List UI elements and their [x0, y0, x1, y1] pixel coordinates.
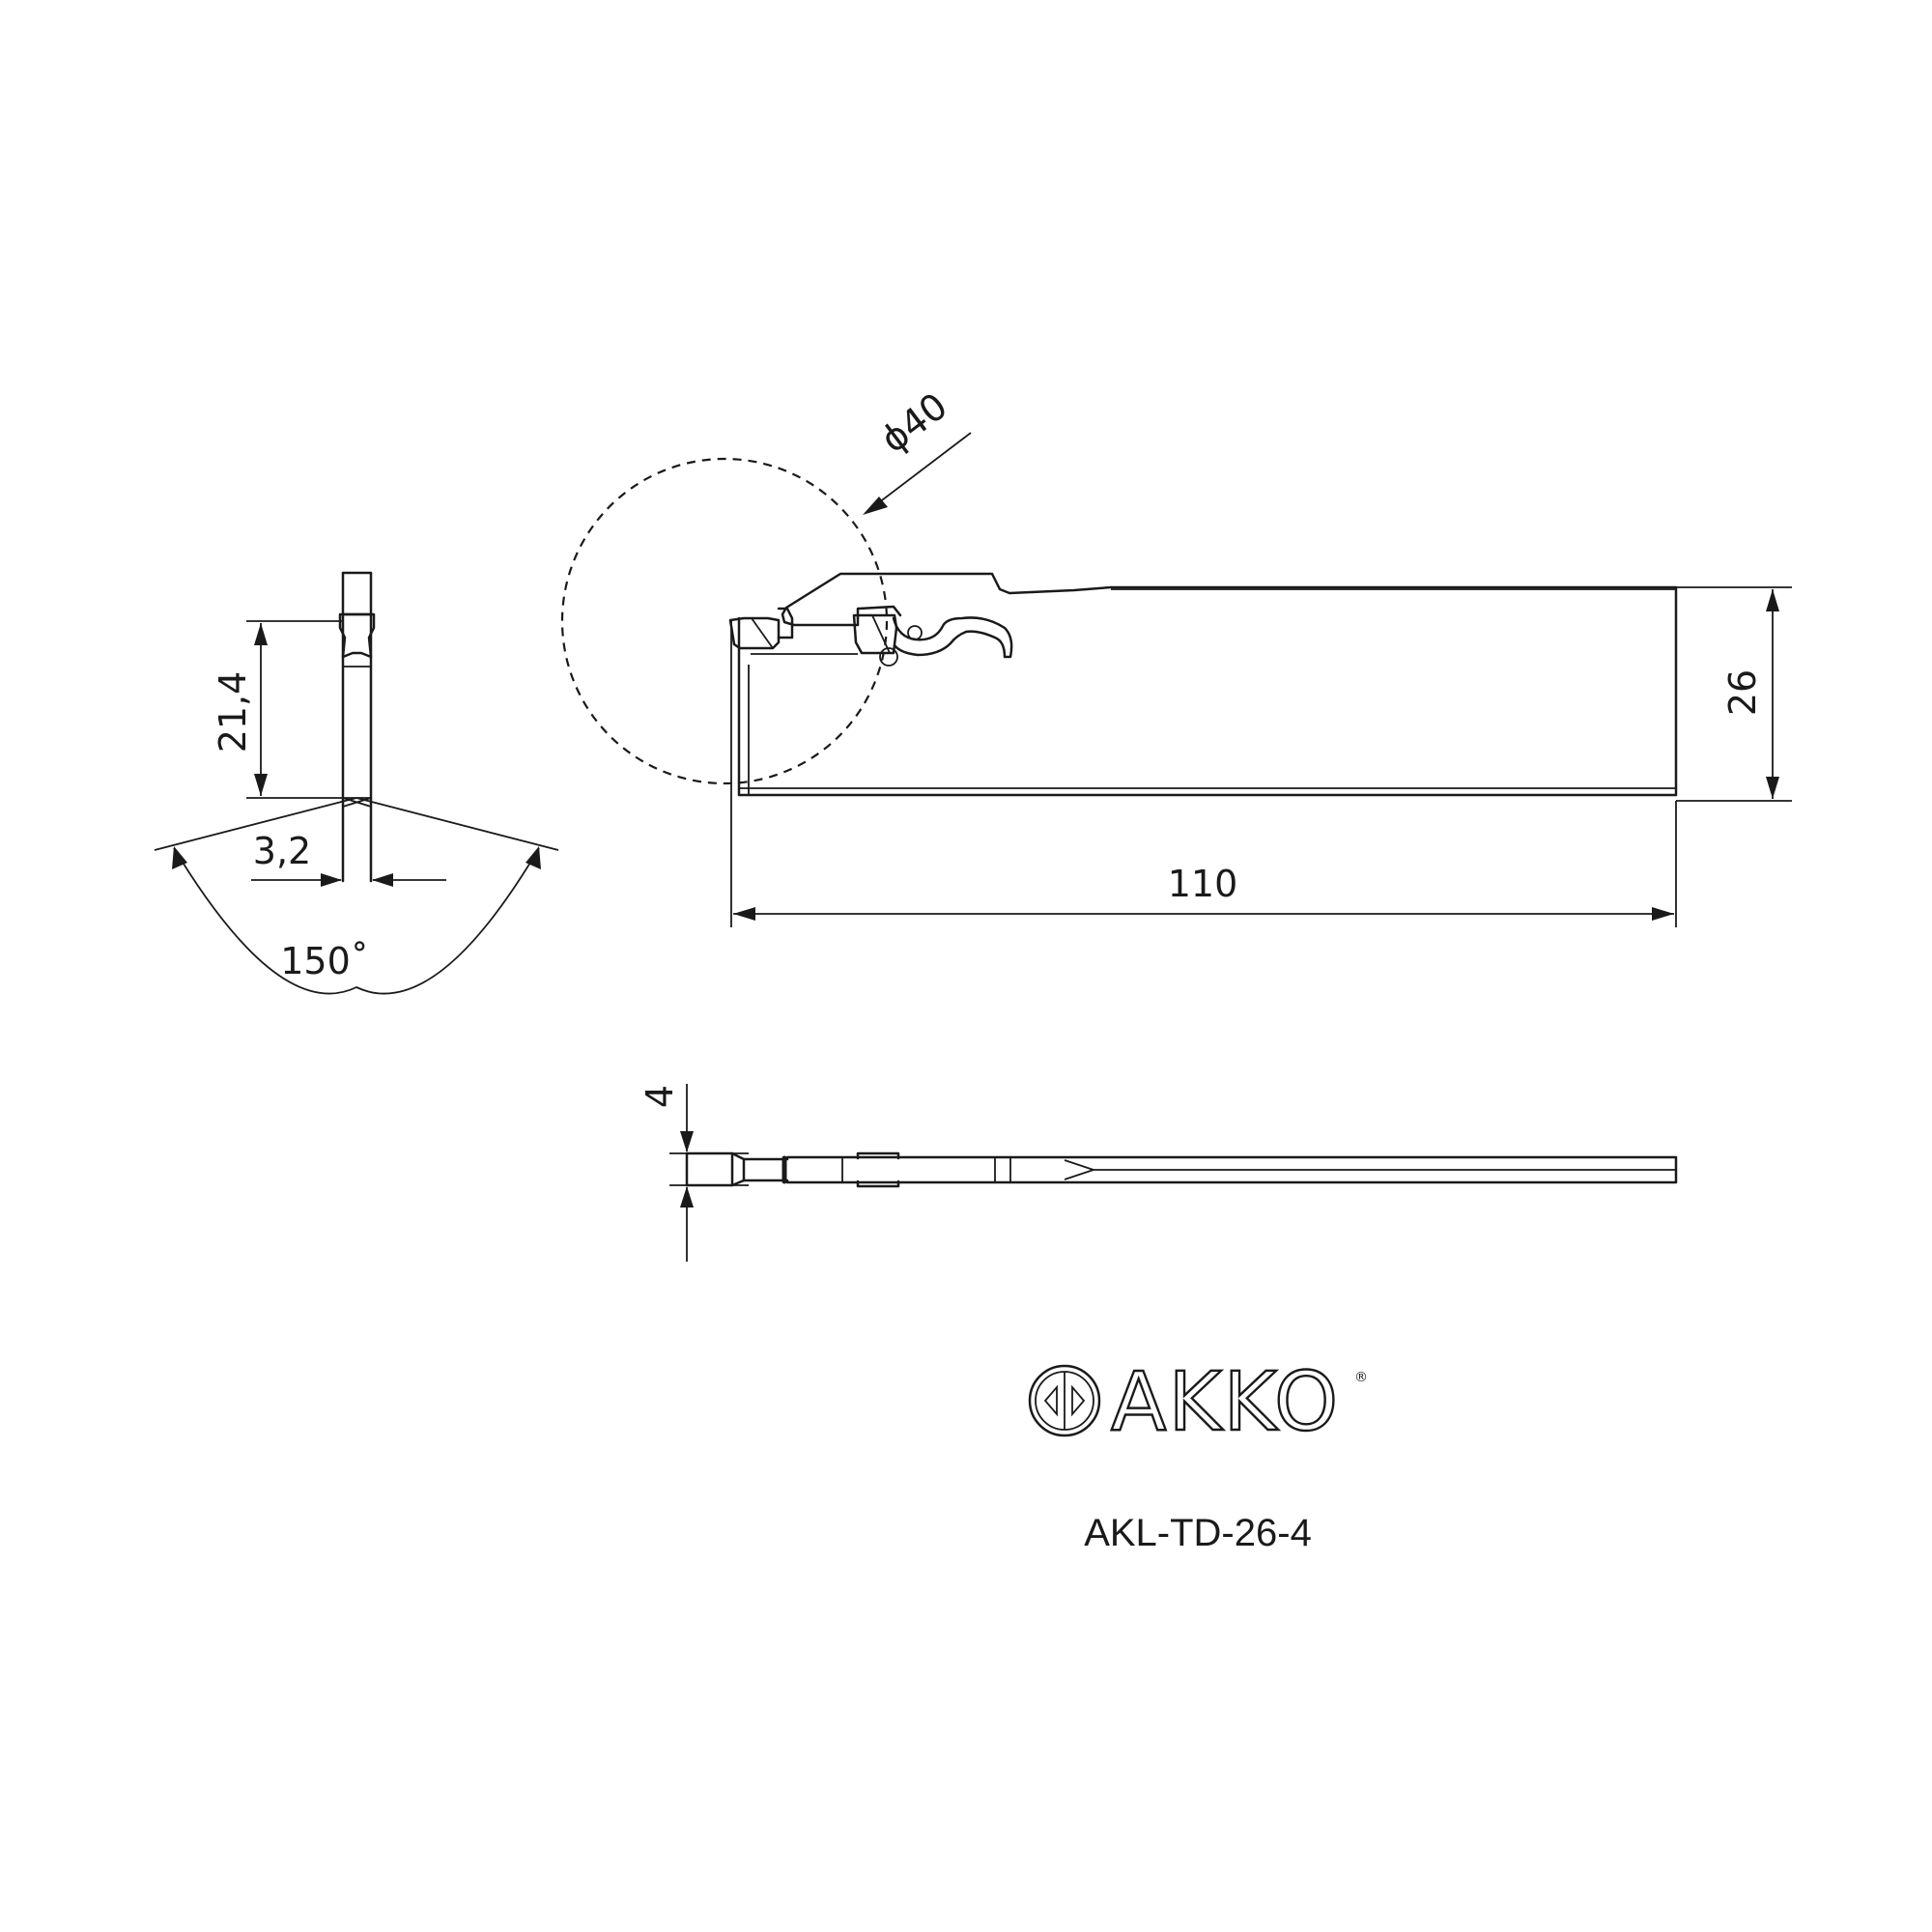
dim-4-arrow-bottom — [680, 1186, 694, 1208]
logo-emblem-right-arrow — [1071, 1384, 1086, 1417]
mid-insert — [852, 613, 898, 655]
dim-4-arrow-top — [680, 1131, 694, 1152]
angle-line-right — [355, 797, 559, 851]
angle-arrow-right — [526, 846, 541, 869]
top-view-clamp-bottom — [856, 1179, 900, 1188]
angle-label: 150˚ — [280, 940, 369, 982]
model-code: AKL-TD-26-4 — [1084, 1512, 1312, 1554]
top-view-taper-lower — [1064, 1169, 1094, 1180]
angle-line-left — [154, 797, 357, 851]
top-view-clamp-top — [856, 1151, 900, 1160]
end-view-insert — [338, 612, 376, 659]
end-view: 21,4 150˚ 3,2 — [154, 571, 559, 995]
top-view-taper-upper — [1064, 1159, 1094, 1171]
dim-3-2-arrow-right — [372, 873, 393, 887]
logo-registered-mark: ® — [1354, 1370, 1368, 1385]
dim-110-arrow-right — [1652, 907, 1674, 921]
top-view: 4 — [639, 1084, 1678, 1262]
dim-110-label: 110 — [1168, 863, 1238, 905]
dim-21-4-arrow-bottom — [254, 774, 268, 796]
dim-21-4-label: 21,4 — [212, 671, 254, 753]
mid-insert-seat — [856, 605, 902, 620]
dim-40-label: ϕ40 — [873, 384, 955, 461]
logo-emblem-outer — [1028, 1364, 1101, 1437]
diameter-circle — [560, 457, 889, 785]
dim-3-2-arrow-left — [321, 873, 342, 887]
angle-arrow-left — [172, 846, 187, 869]
end-view-top-block — [341, 571, 373, 616]
dim-21-4-arrow-top — [254, 623, 268, 645]
dim-40-arrow — [863, 497, 888, 515]
blade-outline — [737, 572, 1678, 797]
side-view: ϕ40 26 110 — [560, 384, 1792, 927]
angle-arc — [173, 847, 540, 995]
dim-3-2-label: 3,2 — [253, 830, 311, 872]
logo-wordmark: AKKO — [1111, 1354, 1340, 1449]
logo-emblem-left-arrow — [1043, 1384, 1058, 1417]
dim-4-label: 4 — [639, 1085, 681, 1108]
dim-110-arrow-left — [733, 907, 755, 921]
akko-logo: AKKO ® — [1028, 1353, 1368, 1450]
dim-26-label: 26 — [1721, 669, 1764, 716]
dim-26-arrow-bottom — [1766, 777, 1779, 799]
dim-26-arrow-top — [1766, 589, 1779, 611]
front-insert-seat — [777, 607, 794, 639]
spring-slot — [892, 616, 1013, 659]
dim-40-leader — [866, 432, 972, 513]
